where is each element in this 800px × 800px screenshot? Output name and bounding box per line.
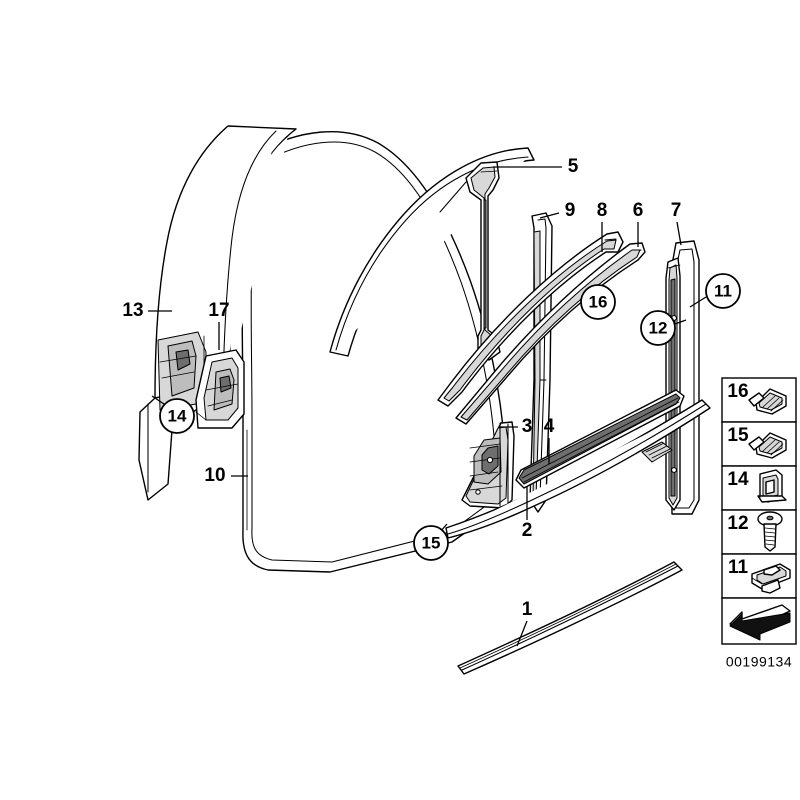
callout-10-label: 10: [204, 465, 225, 486]
legend-item-14[interactable]: 14: [721, 465, 797, 511]
callout-4[interactable]: 4: [544, 416, 555, 464]
ribbed-clip-icon: [748, 388, 787, 415]
legend-item-15[interactable]: 15: [721, 421, 797, 467]
callout-11-circle: [705, 273, 741, 309]
callout-14-label: 14: [168, 406, 187, 425]
part-window-frame-upper-rail: [329, 147, 535, 357]
legend-item-12-label: 12: [727, 513, 748, 534]
part-a-pillar-bracket: [195, 349, 245, 429]
callout-12[interactable]: 12: [640, 310, 687, 346]
callout-9-label: 9: [565, 200, 576, 221]
part-belt-line-inner-strip: [515, 389, 685, 489]
legend-item-11-label: 11: [728, 557, 749, 578]
scene-ribbed-clip-b-pillar: [641, 441, 673, 463]
callout-7[interactable]: 7: [671, 200, 682, 246]
callout-3[interactable]: 3: [500, 416, 532, 437]
callout-5-label: 5: [568, 156, 579, 177]
callout-7-label: 7: [671, 200, 682, 221]
callout-14[interactable]: 14: [151, 395, 195, 434]
part-mirror-triangle-bracket: [461, 421, 515, 509]
legend-item-14-label: 14: [727, 469, 749, 490]
callout-8[interactable]: 8: [597, 200, 608, 252]
legend-item-11[interactable]: 11: [721, 553, 797, 599]
legend-item-16-label: 16: [727, 381, 748, 402]
clip-nut-icon: [751, 563, 791, 594]
legend-item-15-label: 15: [727, 425, 749, 446]
callout-14-circle: [159, 398, 195, 434]
callout-2[interactable]: 2: [522, 487, 533, 541]
callout-15-circle: [413, 525, 449, 561]
callout-15[interactable]: 15: [413, 523, 449, 561]
callout-4-label: 4: [544, 416, 555, 437]
callout-6-label: 6: [633, 200, 644, 221]
part-b-pillar-trim-cover: [665, 240, 700, 515]
legend-item-arrow[interactable]: [721, 597, 797, 645]
callout-12-circle: [640, 310, 676, 346]
callout-16-label: 16: [589, 292, 608, 311]
callout-5[interactable]: 5: [493, 156, 579, 177]
callout-10[interactable]: 10: [204, 465, 248, 486]
callout-8-label: 8: [597, 200, 608, 221]
arrow-block-icon: [729, 604, 791, 641]
callout-13[interactable]: 13: [122, 300, 172, 321]
part-a-pillar-inner-trim: [138, 125, 297, 501]
callout-17-label: 17: [208, 300, 229, 321]
callout-1[interactable]: 1: [516, 599, 533, 647]
callout-13-label: 13: [122, 300, 143, 321]
callout-17[interactable]: 17: [208, 300, 230, 350]
callout-11-label: 11: [714, 281, 732, 300]
callout-3-label: 3: [522, 416, 533, 437]
callout-9[interactable]: 9: [539, 200, 576, 221]
bracket-clip-icon: [757, 469, 787, 503]
legend-panel: 16 15: [721, 377, 797, 670]
callout-15-label: 15: [422, 533, 441, 552]
callout-layer: 1 2 3 4 5 6 7: [122, 156, 741, 647]
legend-item-12[interactable]: 12: [721, 509, 797, 555]
diagram-part-number: 00199134: [726, 654, 792, 670]
ribbed-clip-icon: [748, 432, 787, 459]
part-belt-line-outer-seal: [445, 399, 711, 539]
callout-16[interactable]: 16: [580, 284, 616, 320]
callout-12-label: 12: [649, 318, 668, 337]
part-lower-door-trim-strip: [457, 561, 683, 675]
screw-icon: [757, 511, 783, 552]
part-window-guide-rail: [439, 161, 501, 361]
legend-item-16[interactable]: 16: [721, 377, 797, 423]
part-window-frame-cover-strip: [437, 231, 624, 407]
callout-2-label: 2: [522, 520, 533, 541]
callout-6[interactable]: 6: [633, 200, 644, 247]
callout-16-circle: [580, 284, 616, 320]
callout-11[interactable]: 11: [689, 273, 741, 309]
callout-1-label: 1: [522, 599, 533, 620]
